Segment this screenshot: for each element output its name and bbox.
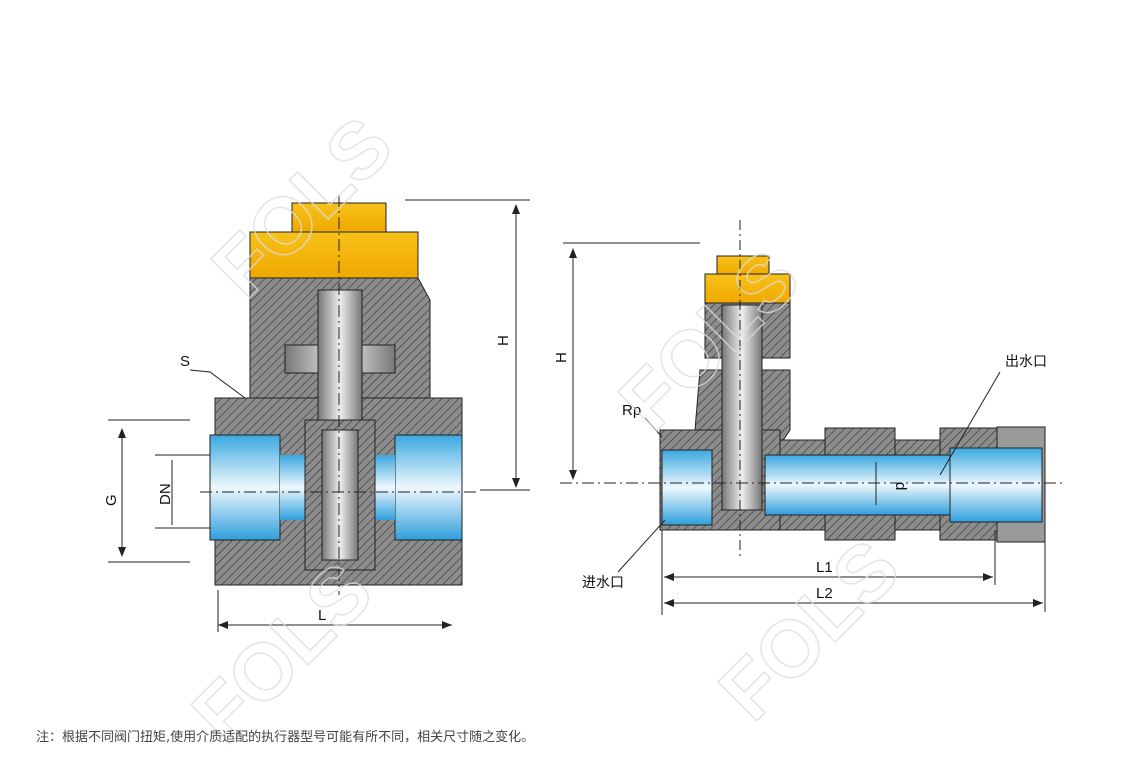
valve-stem <box>721 304 763 511</box>
label-g: G <box>103 494 120 506</box>
label-s: S <box>180 353 190 370</box>
inlet-port <box>209 434 281 541</box>
leader-outlet <box>939 371 1001 476</box>
label-outlet: 出水口 <box>1005 354 1047 370</box>
actuator-cap <box>704 273 791 305</box>
label-h: H <box>553 352 570 363</box>
leader-rp <box>644 417 663 438</box>
flow-channel <box>764 454 951 516</box>
label-dn: DN <box>157 483 174 505</box>
label-rp: Rp <box>622 402 641 419</box>
label-l1: L1 <box>816 559 833 576</box>
leader-inlet <box>617 519 666 573</box>
right-valve: H d L1 L2 Rp 出水口 进水口 <box>553 220 1065 615</box>
label-d: d <box>892 482 909 490</box>
inlet-port <box>661 449 713 526</box>
label-l2: L2 <box>816 585 833 602</box>
actuator-cap <box>249 231 419 279</box>
label-h: H <box>495 335 512 346</box>
core-bore <box>321 429 359 561</box>
outlet-port <box>949 447 1043 523</box>
left-valve: H G DN L S <box>103 195 530 632</box>
leader-s <box>189 369 246 399</box>
svg-text:FOLS: FOLS <box>702 523 916 737</box>
label-l: L <box>318 607 326 624</box>
footnote: 注：根据不同阀门扭矩,使用介质适配的执行器型号可能有所不同，相关尺寸随之变化。 <box>36 730 535 745</box>
label-inlet: 进水口 <box>582 575 624 591</box>
outlet-port <box>394 434 463 541</box>
